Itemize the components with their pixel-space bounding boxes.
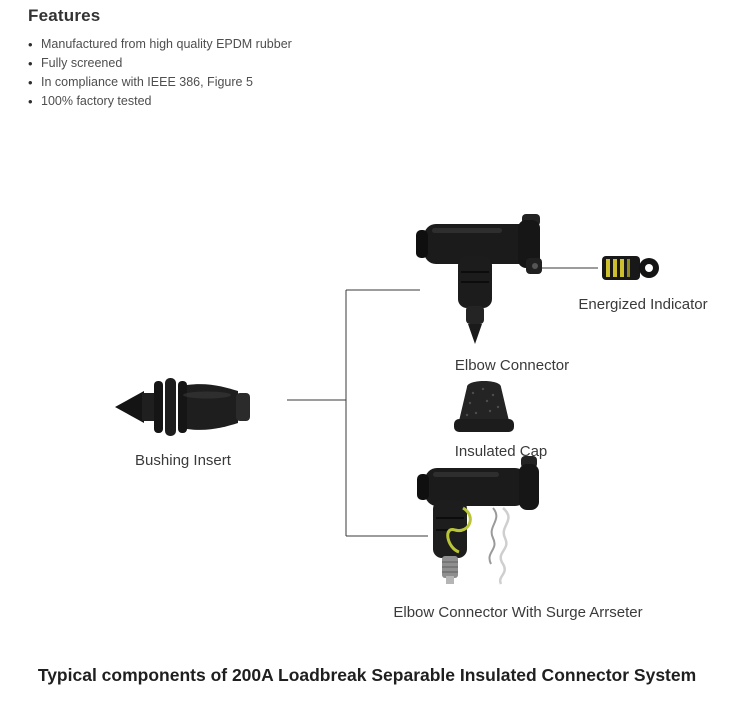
features-section: Features Manufactured from high quality …: [28, 6, 292, 111]
elbow-connector-image: [416, 214, 542, 344]
energized-indicator-label: Energized Indicator: [578, 296, 708, 313]
insulated-cap-label: Insulated Cap: [454, 443, 548, 460]
figure-caption: Typical components of 200A Loadbreak Sep…: [37, 665, 697, 685]
bushing-insert-label: Bushing Insert: [135, 452, 231, 469]
feature-item: Manufactured from high quality EPDM rubb…: [28, 35, 292, 54]
features-list: Manufactured from high quality EPDM rubb…: [28, 35, 292, 111]
elbow-surge-arrester-label: Elbow Connector With Surge Arrseter: [393, 604, 643, 621]
feature-item: 100% factory tested: [28, 92, 292, 111]
feature-item: Fully screened: [28, 54, 292, 73]
feature-text: In compliance with IEEE 386, Figure 5: [41, 75, 253, 89]
energized-indicator-image: [602, 256, 659, 280]
feature-item: In compliance with IEEE 386, Figure 5: [28, 73, 292, 92]
feature-text: Fully screened: [41, 56, 123, 70]
features-title: Features: [28, 6, 101, 25]
elbow-connector-label: Elbow Connector: [454, 357, 570, 374]
elbow-surge-arrester-image: [417, 456, 539, 585]
bushing-insert-image: [115, 378, 250, 436]
feature-text: Manufactured from high quality EPDM rubb…: [41, 37, 292, 51]
insulated-cap-image: [454, 381, 514, 432]
feature-text: 100% factory tested: [41, 94, 152, 108]
